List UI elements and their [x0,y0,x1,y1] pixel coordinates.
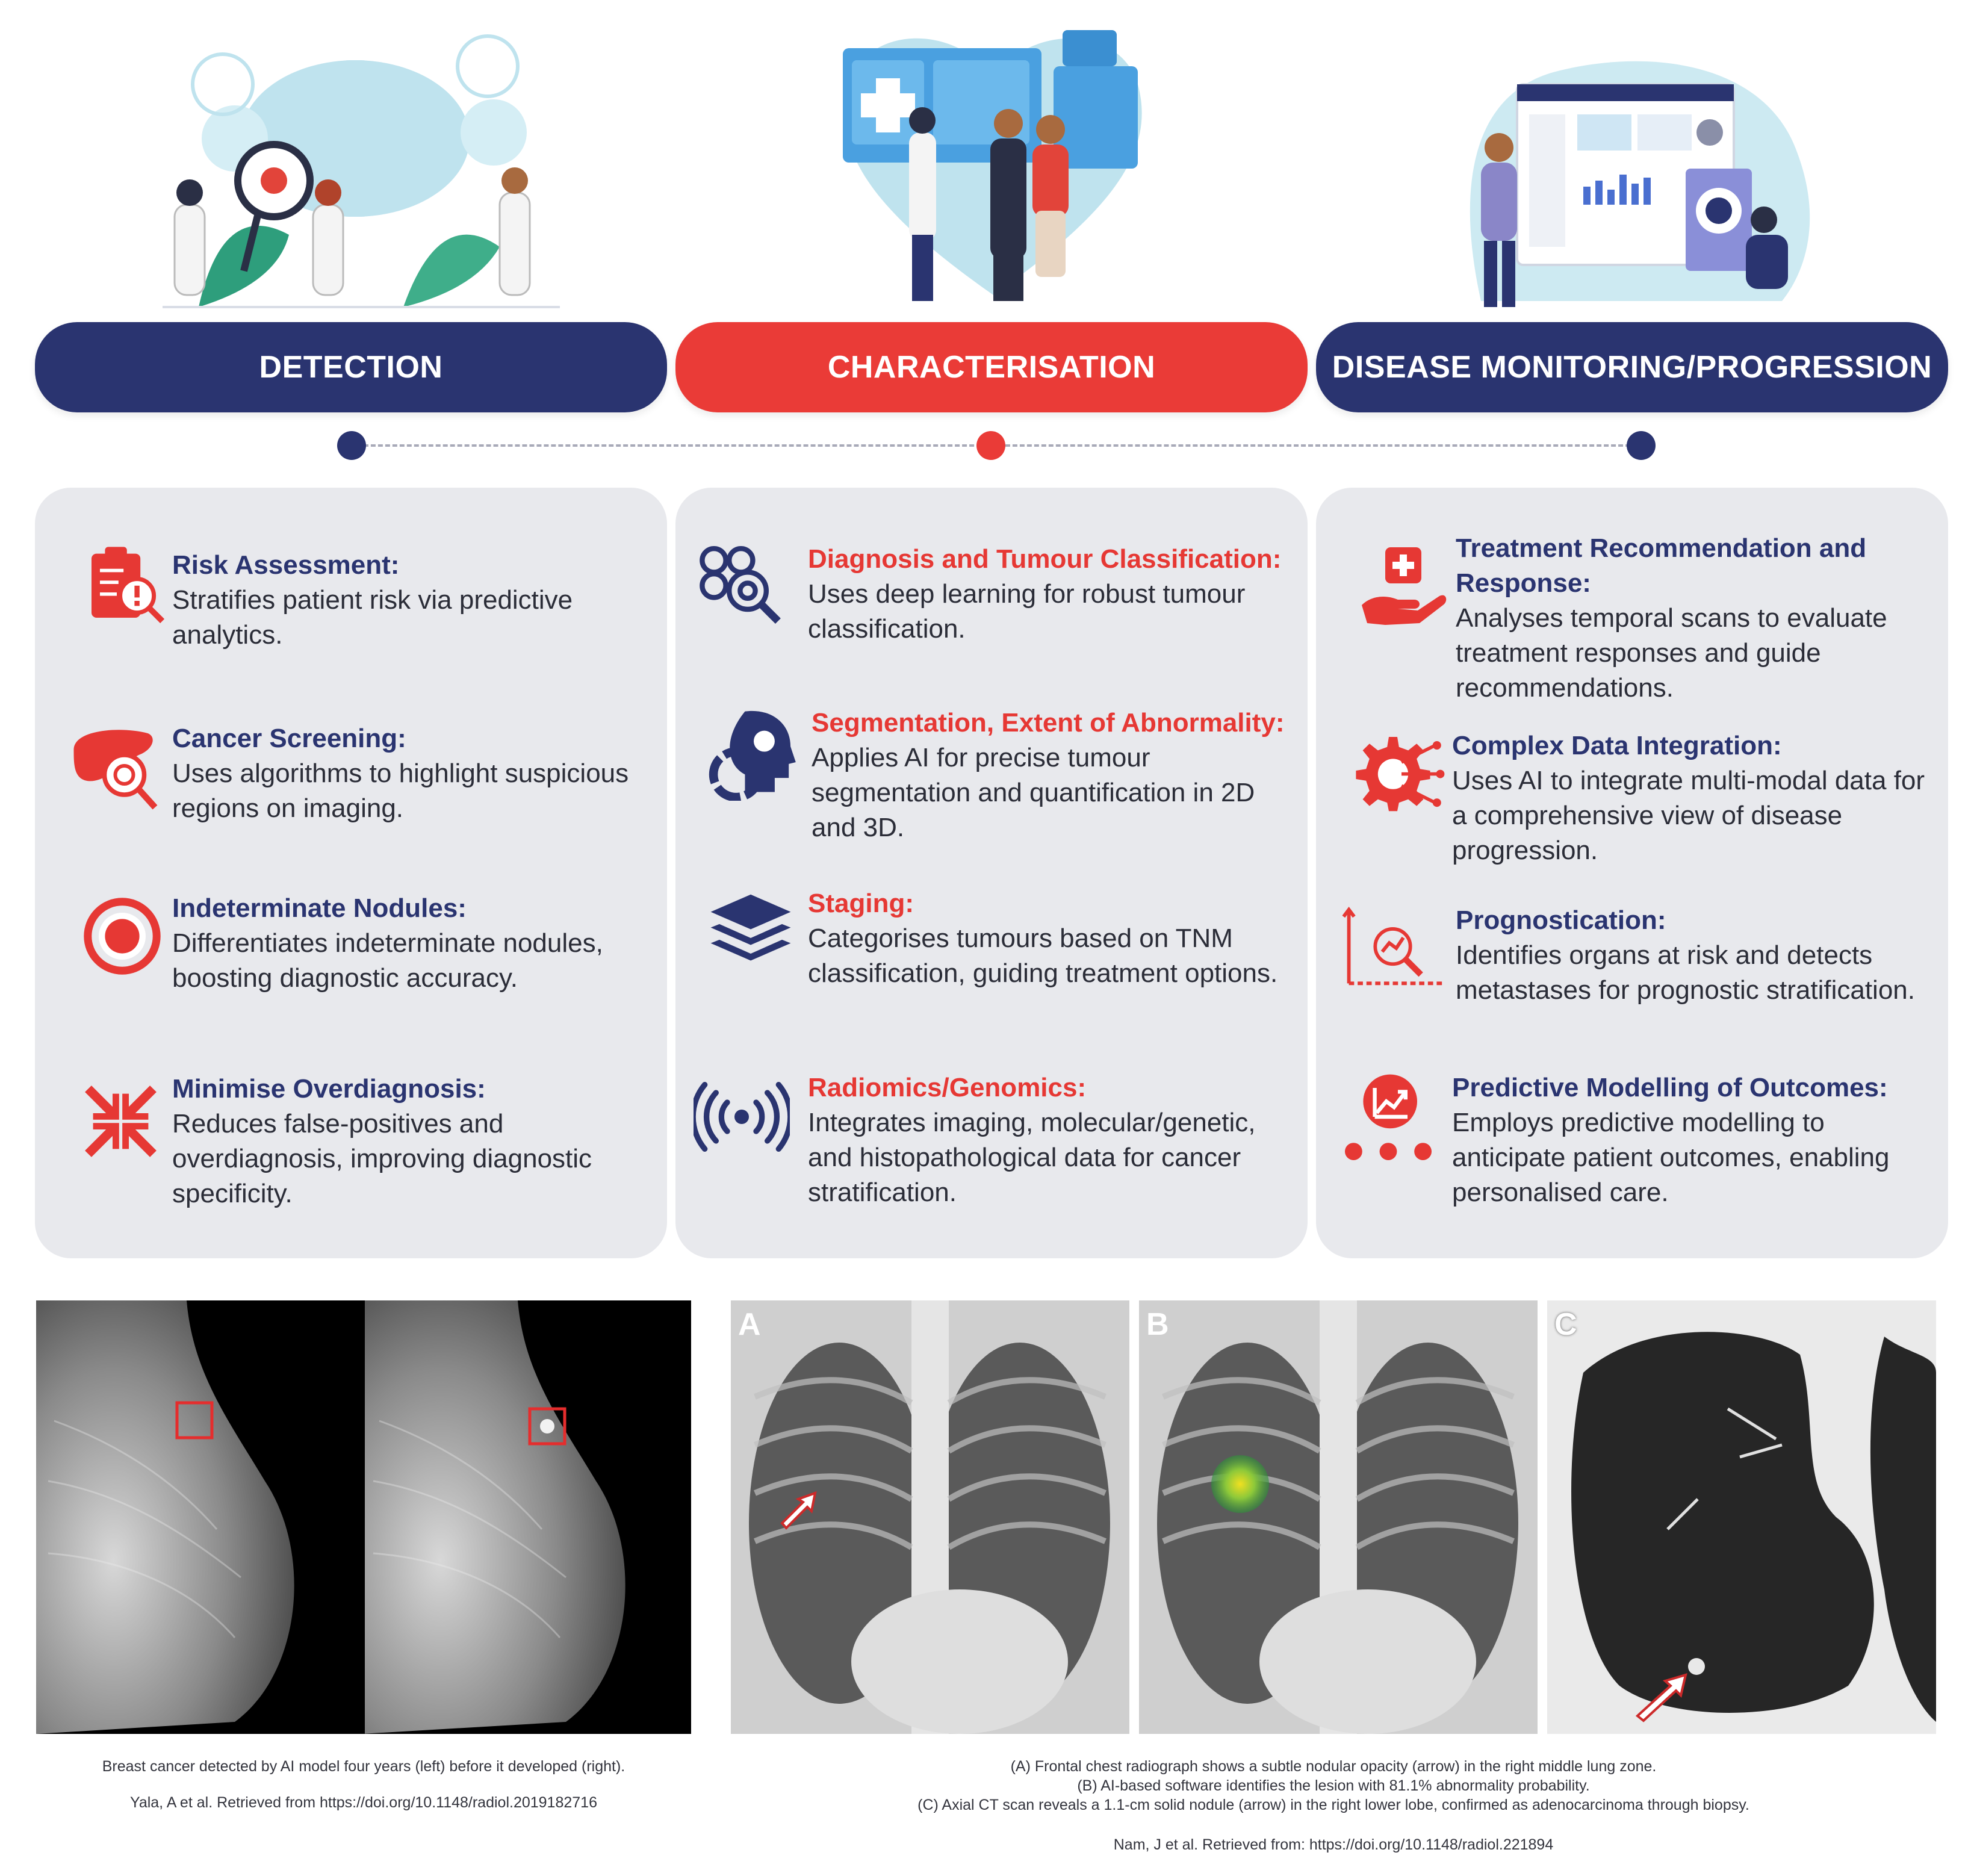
treatment-response-item: Treatment Recommendation and Response:An… [1456,531,1931,706]
staging-item: Staging: Categorises tumours based on TNM… [808,886,1290,991]
axial-ct-c: C [1547,1300,1936,1734]
minimise-overdiagnosis-item: Minimise Overdiagnosis: Reduces false-pos… [172,1072,648,1211]
chest-caption-c: (C) Axial CT scan reveals a 1.1-cm solid… [917,1797,1749,1813]
illustration-detection [138,12,572,313]
target-icon [83,897,161,975]
stage-characterisation-label: CHARACTERISATION [827,350,1156,385]
illustration-monitoring [1445,12,1830,313]
timeline-dot-monitoring [1627,431,1656,460]
chart-magnifier-icon [1340,903,1445,993]
detection-panel: Risk Assessment: Stratifies patient risk … [35,488,667,1258]
mammogram-images [36,1300,691,1734]
item-desc: Reduces false-positives and overdiagnosi… [172,1109,592,1208]
item-title: Risk Assessment: [172,550,400,580]
compress-arrows-icon [80,1081,161,1162]
cancer-screening-item: Cancer Screening: Uses algorithms to high… [172,721,648,826]
indeterminate-nodules-item: Indeterminate Nodules: Differentiates ind… [172,891,648,996]
item-title: Staging: [808,889,914,918]
mammogram-caption-text: Breast cancer detected by AI model four … [102,1758,625,1775]
chest-source: Nam, J et al. Retrieved from: https://do… [1113,1836,1554,1853]
mammogram-caption: Breast cancer detected by AI model four … [18,1757,709,1812]
item-title: Minimise Overdiagnosis: [172,1074,486,1104]
stage-detection-label: DETECTION [259,350,443,385]
prognostication-item: Prognostication: Identifies organs at ris… [1456,903,1931,1008]
item-desc: Applies AI for precise tumour segmentati… [812,743,1255,842]
layers-icon [706,891,796,969]
item-title: Indeterminate Nodules: [172,893,467,923]
chest-caption-a: (A) Frontal chest radiograph shows a sub… [1010,1758,1657,1775]
item-desc: Uses AI to integrate multi-modal data fo… [1452,766,1925,865]
chest-radiograph-b: B [1139,1300,1538,1734]
radiomics-item: Radiomics/Genomics: Integrates imaging, m… [808,1070,1290,1210]
item-title: Radiomics/Genomics: [808,1073,1087,1102]
item-desc: Uses algorithms to highlight suspicious … [172,759,629,823]
item-title: Predictive Modelling of Outcomes: [1452,1073,1888,1102]
segmentation-item: Segmentation, Extent of Abnormality: App… [812,706,1293,845]
chest-radiograph-a: A [731,1300,1129,1734]
characterisation-panel: Diagnosis and Tumour Classification: Use… [675,488,1308,1258]
hand-medical-icon [1358,542,1448,632]
predictive-modelling-item: Predictive Modelling of Outcomes: Employs… [1452,1070,1928,1210]
monitoring-panel: Treatment Recommendation and Response:An… [1316,488,1948,1258]
risk-assessment-item: Risk Assessment: Stratifies patient risk … [172,548,648,653]
panel-letter-a: A [738,1307,761,1342]
diagnosis-classification-item: Diagnosis and Tumour Classification: Use… [808,542,1290,647]
item-title: Complex Data Integration: [1452,731,1782,760]
head-segmentation-icon [709,704,799,801]
cells-magnifier-icon [697,542,799,626]
item-desc: Differentiates indeterminate nodules, bo… [172,928,603,993]
stage-monitoring: DISEASE MONITORING/PROGRESSION [1316,322,1948,412]
radio-waves-icon [694,1081,790,1153]
data-integration-item: Complex Data Integration: Uses AI to inte… [1452,728,1928,868]
item-desc: Uses deep learning for robust tumour cla… [808,579,1246,644]
trend-chart-icon [1340,1069,1436,1165]
liver-magnifier-icon [65,722,167,813]
panel-letter-c: C [1554,1307,1577,1342]
stage-monitoring-label: DISEASE MONITORING/PROGRESSION [1332,350,1932,385]
item-desc: Analyses temporal scans to evaluate trea… [1456,603,1887,703]
stage-characterisation: CHARACTERISATION [675,322,1308,412]
mammogram-source: Yala, A et al. Retrieved from https://do… [130,1794,597,1811]
panel-letter-b: B [1146,1307,1169,1342]
item-desc: Categorises tumours based on TNM classif… [808,924,1278,988]
item-title: Diagnosis and Tumour Classification: [808,544,1282,574]
clipboard-warning-icon [83,542,167,626]
item-desc: Stratifies patient risk via predictive a… [172,585,573,650]
item-title: Treatment Recommendation and Response: [1456,533,1867,598]
timeline-dot-detection [337,431,366,460]
illustration-characterisation [825,12,1162,313]
item-desc: Employs predictive modelling to anticipa… [1452,1108,1890,1207]
chest-caption: (A) Frontal chest radiograph shows a sub… [731,1757,1936,1854]
timeline-dot-characterisation [976,431,1005,460]
item-desc: Integrates imaging, molecular/genetic, a… [808,1108,1256,1207]
chest-caption-b: (B) AI-based software identifies the les… [1077,1777,1590,1794]
gear-circuit-icon [1349,728,1445,813]
item-title: Prognostication: [1456,905,1666,935]
item-desc: Identifies organs at risk and detects me… [1456,940,1915,1005]
item-title: Cancer Screening: [172,724,406,753]
stage-detection: DETECTION [35,322,667,412]
item-title: Segmentation, Extent of Abnormality: [812,708,1285,738]
